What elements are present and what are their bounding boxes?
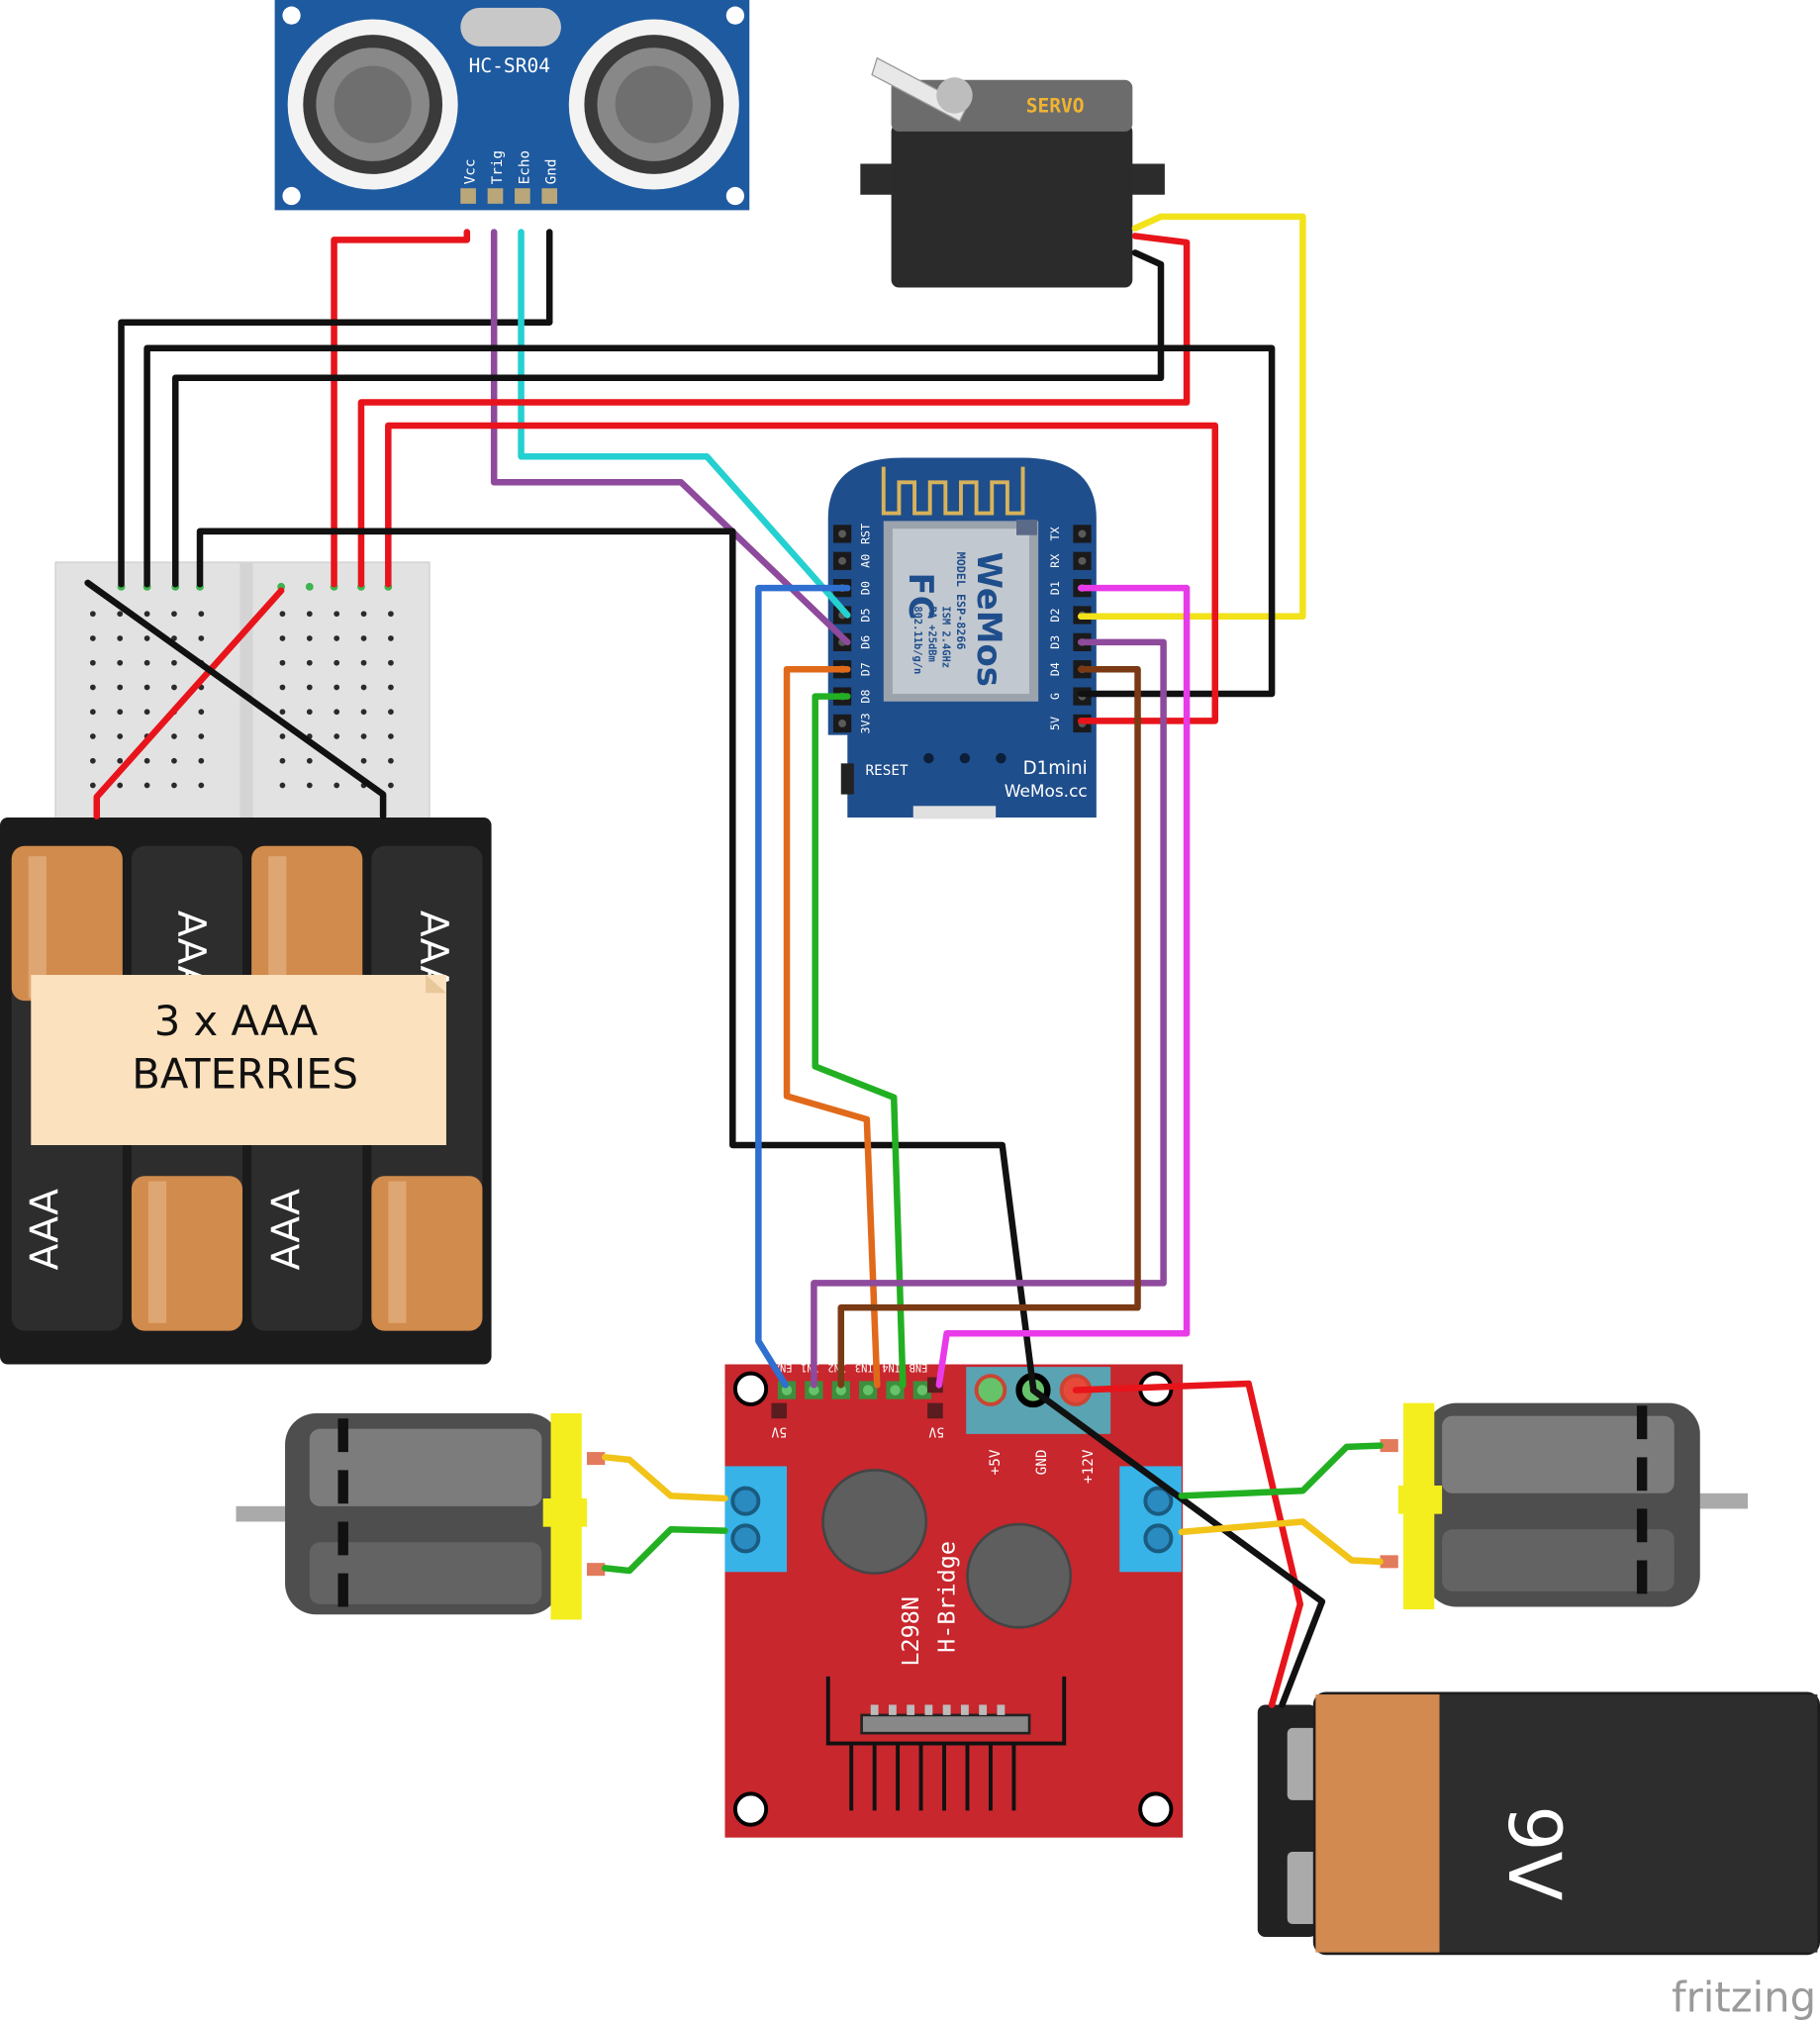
l298n-chip xyxy=(860,1713,1031,1735)
ultrasonic-sensor: HC-SR04 Vcc Trig Echo Gnd xyxy=(274,0,750,211)
jumper-left xyxy=(927,1402,943,1419)
d1-pin-label-d6: D6 xyxy=(858,635,872,649)
wire-sensor-gnd xyxy=(118,229,553,588)
hbridge-control-header: ENA IN1 IN2 IN3 IN4 ENB xyxy=(773,1362,932,1399)
wemos-board-name: D1mini xyxy=(1023,758,1088,779)
wemos-model-line: MODEL ESP-8266 xyxy=(954,552,968,650)
d1-pin-label-d2: D2 xyxy=(1048,608,1062,622)
wire-d3-in3 xyxy=(811,638,1167,1389)
capacitor-1 xyxy=(821,1469,928,1575)
wemos-ism-line: ISM 2.4GHz xyxy=(940,606,952,668)
wemos-logo: WeMos xyxy=(970,552,1008,687)
wemos-pa-line: PA +25dBm xyxy=(925,606,937,661)
battery-9v-label: 9V xyxy=(1491,1805,1576,1900)
wemos-wifi-line: 802.11b/g/n xyxy=(911,606,923,674)
hbridge-pin-label-in4: IN4 xyxy=(882,1362,901,1374)
dc-motor-right xyxy=(1380,1402,1749,1610)
wire-servo-signal xyxy=(1077,213,1306,621)
battery-note-line1: 3 x AAA xyxy=(154,997,319,1045)
jumper-5v-right: 5V xyxy=(928,1423,944,1438)
pcb-antenna xyxy=(881,466,1025,516)
wemos-d1-mini: FC MODEL ESP-8266 ISM 2.4GHz PA +25dBm 8… xyxy=(827,457,1097,819)
power-label-12v: +12V xyxy=(1081,1449,1097,1484)
wire-rail-to-hbridge-gnd xyxy=(196,528,1037,1392)
aaa-battery-pack: AAA AAA AAA AAA 3 x AAA BATERRIES xyxy=(0,818,492,1365)
d1-pin-label-3v3: 3V3 xyxy=(858,713,872,733)
wire-motor-b-yellow xyxy=(1178,1518,1384,1566)
d1-pin-label-d1: D1 xyxy=(1048,581,1062,595)
battery-note: 3 x AAA BATERRIES xyxy=(31,975,446,1146)
d1-pin-label-d7: D7 xyxy=(858,662,872,676)
d1-pin-label-a0: A0 xyxy=(858,554,872,568)
servo-label: SERVO xyxy=(1026,94,1085,117)
motor-a-terminal xyxy=(724,1466,788,1573)
dc-motor-left xyxy=(236,1413,606,1620)
power-label-gnd: GND xyxy=(1034,1449,1050,1475)
heatsink xyxy=(825,1676,1067,1811)
wires xyxy=(84,213,1384,1708)
transducer-left xyxy=(287,19,458,190)
transducer-right xyxy=(568,19,739,190)
battery-note-line2: BATERRIES xyxy=(132,1050,358,1099)
wire-d8-in1 xyxy=(812,693,907,1389)
hbridge-pin-label-in3: IN3 xyxy=(855,1362,874,1374)
wire-sensor-echo xyxy=(518,229,851,619)
wemos-reset-label: RESET xyxy=(866,763,910,779)
d1-pin-label-d8: D8 xyxy=(858,690,872,704)
wire-d7-in2 xyxy=(783,665,881,1389)
hbridge-pin-label-in2: IN2 xyxy=(827,1362,846,1374)
servo-motor: SERVO xyxy=(860,56,1165,288)
wire-motor-a-green xyxy=(602,1526,728,1575)
battery-9v: 9V xyxy=(1257,1691,1820,1956)
aaa-cell-label-1: AAA xyxy=(24,1189,68,1271)
d1-pin-label-tx: TX xyxy=(1048,527,1062,540)
wire-9v-black xyxy=(1029,1387,1326,1708)
d1-pin-label-d3: D3 xyxy=(1048,635,1062,649)
hbridge-pin-label-ena: ENA xyxy=(773,1362,793,1374)
wire-d1-gnd xyxy=(144,344,1276,698)
d1-pin-label-d5: D5 xyxy=(858,608,872,622)
wire-pack-black xyxy=(84,579,387,820)
hbridge-title-2: H-Bridge xyxy=(932,1541,960,1653)
hbridge-title-1: L298N xyxy=(897,1596,924,1667)
aaa-cell-label-3: AAA xyxy=(264,1189,309,1271)
d1-pin-label-rx: RX xyxy=(1048,554,1062,568)
fritzing-watermark: fritzing xyxy=(1672,1974,1816,2022)
l298n-hbridge: ENA IN1 IN2 IN3 IN4 ENB 5V 5V +5V GND +12V L2… xyxy=(724,1362,1184,1838)
wire-motor-b-green xyxy=(1178,1442,1384,1499)
wire-d1-enb xyxy=(935,584,1191,1389)
power-label-5v: +5V xyxy=(988,1449,1004,1475)
hbridge-pin-label-in1: IN1 xyxy=(801,1362,819,1374)
d1-pin-label-g: G xyxy=(1048,693,1062,700)
wemos-site: WeMos.cc xyxy=(1005,781,1088,801)
wire-sensor-vcc xyxy=(331,229,471,588)
wire-d0-ena xyxy=(755,584,851,1389)
wemos-fcc-mark: FC xyxy=(902,573,940,621)
d1-pin-label-5v: 5V xyxy=(1048,717,1062,730)
sensor-pin-echo: Echo xyxy=(517,150,532,185)
sensor-model-label: HC-SR04 xyxy=(469,54,550,77)
sensor-pin-trig: Trig xyxy=(490,150,506,185)
motor-b-terminal xyxy=(1119,1466,1182,1573)
jumper-5v-left: 5V xyxy=(771,1423,787,1438)
wire-d1-5v xyxy=(385,422,1218,724)
d1-pin-label-rst: RST xyxy=(858,524,872,544)
wire-pack-red xyxy=(93,587,285,820)
wire-servo-vcc xyxy=(357,233,1191,588)
d1-pin-label-d0: D0 xyxy=(858,581,872,595)
sensor-pin-vcc: Vcc xyxy=(463,158,479,184)
hbridge-pin-label-enb: ENB xyxy=(910,1362,928,1374)
d1-pin-label-d4: D4 xyxy=(1048,662,1062,676)
wire-d4-in4 xyxy=(837,665,1141,1389)
wire-sensor-trig xyxy=(490,229,851,646)
wire-motor-a-yellow xyxy=(602,1454,728,1502)
capacitor-2 xyxy=(966,1522,1073,1629)
sensor-pin-gnd: Gnd xyxy=(544,158,560,184)
wire-servo-gnd xyxy=(171,249,1165,588)
